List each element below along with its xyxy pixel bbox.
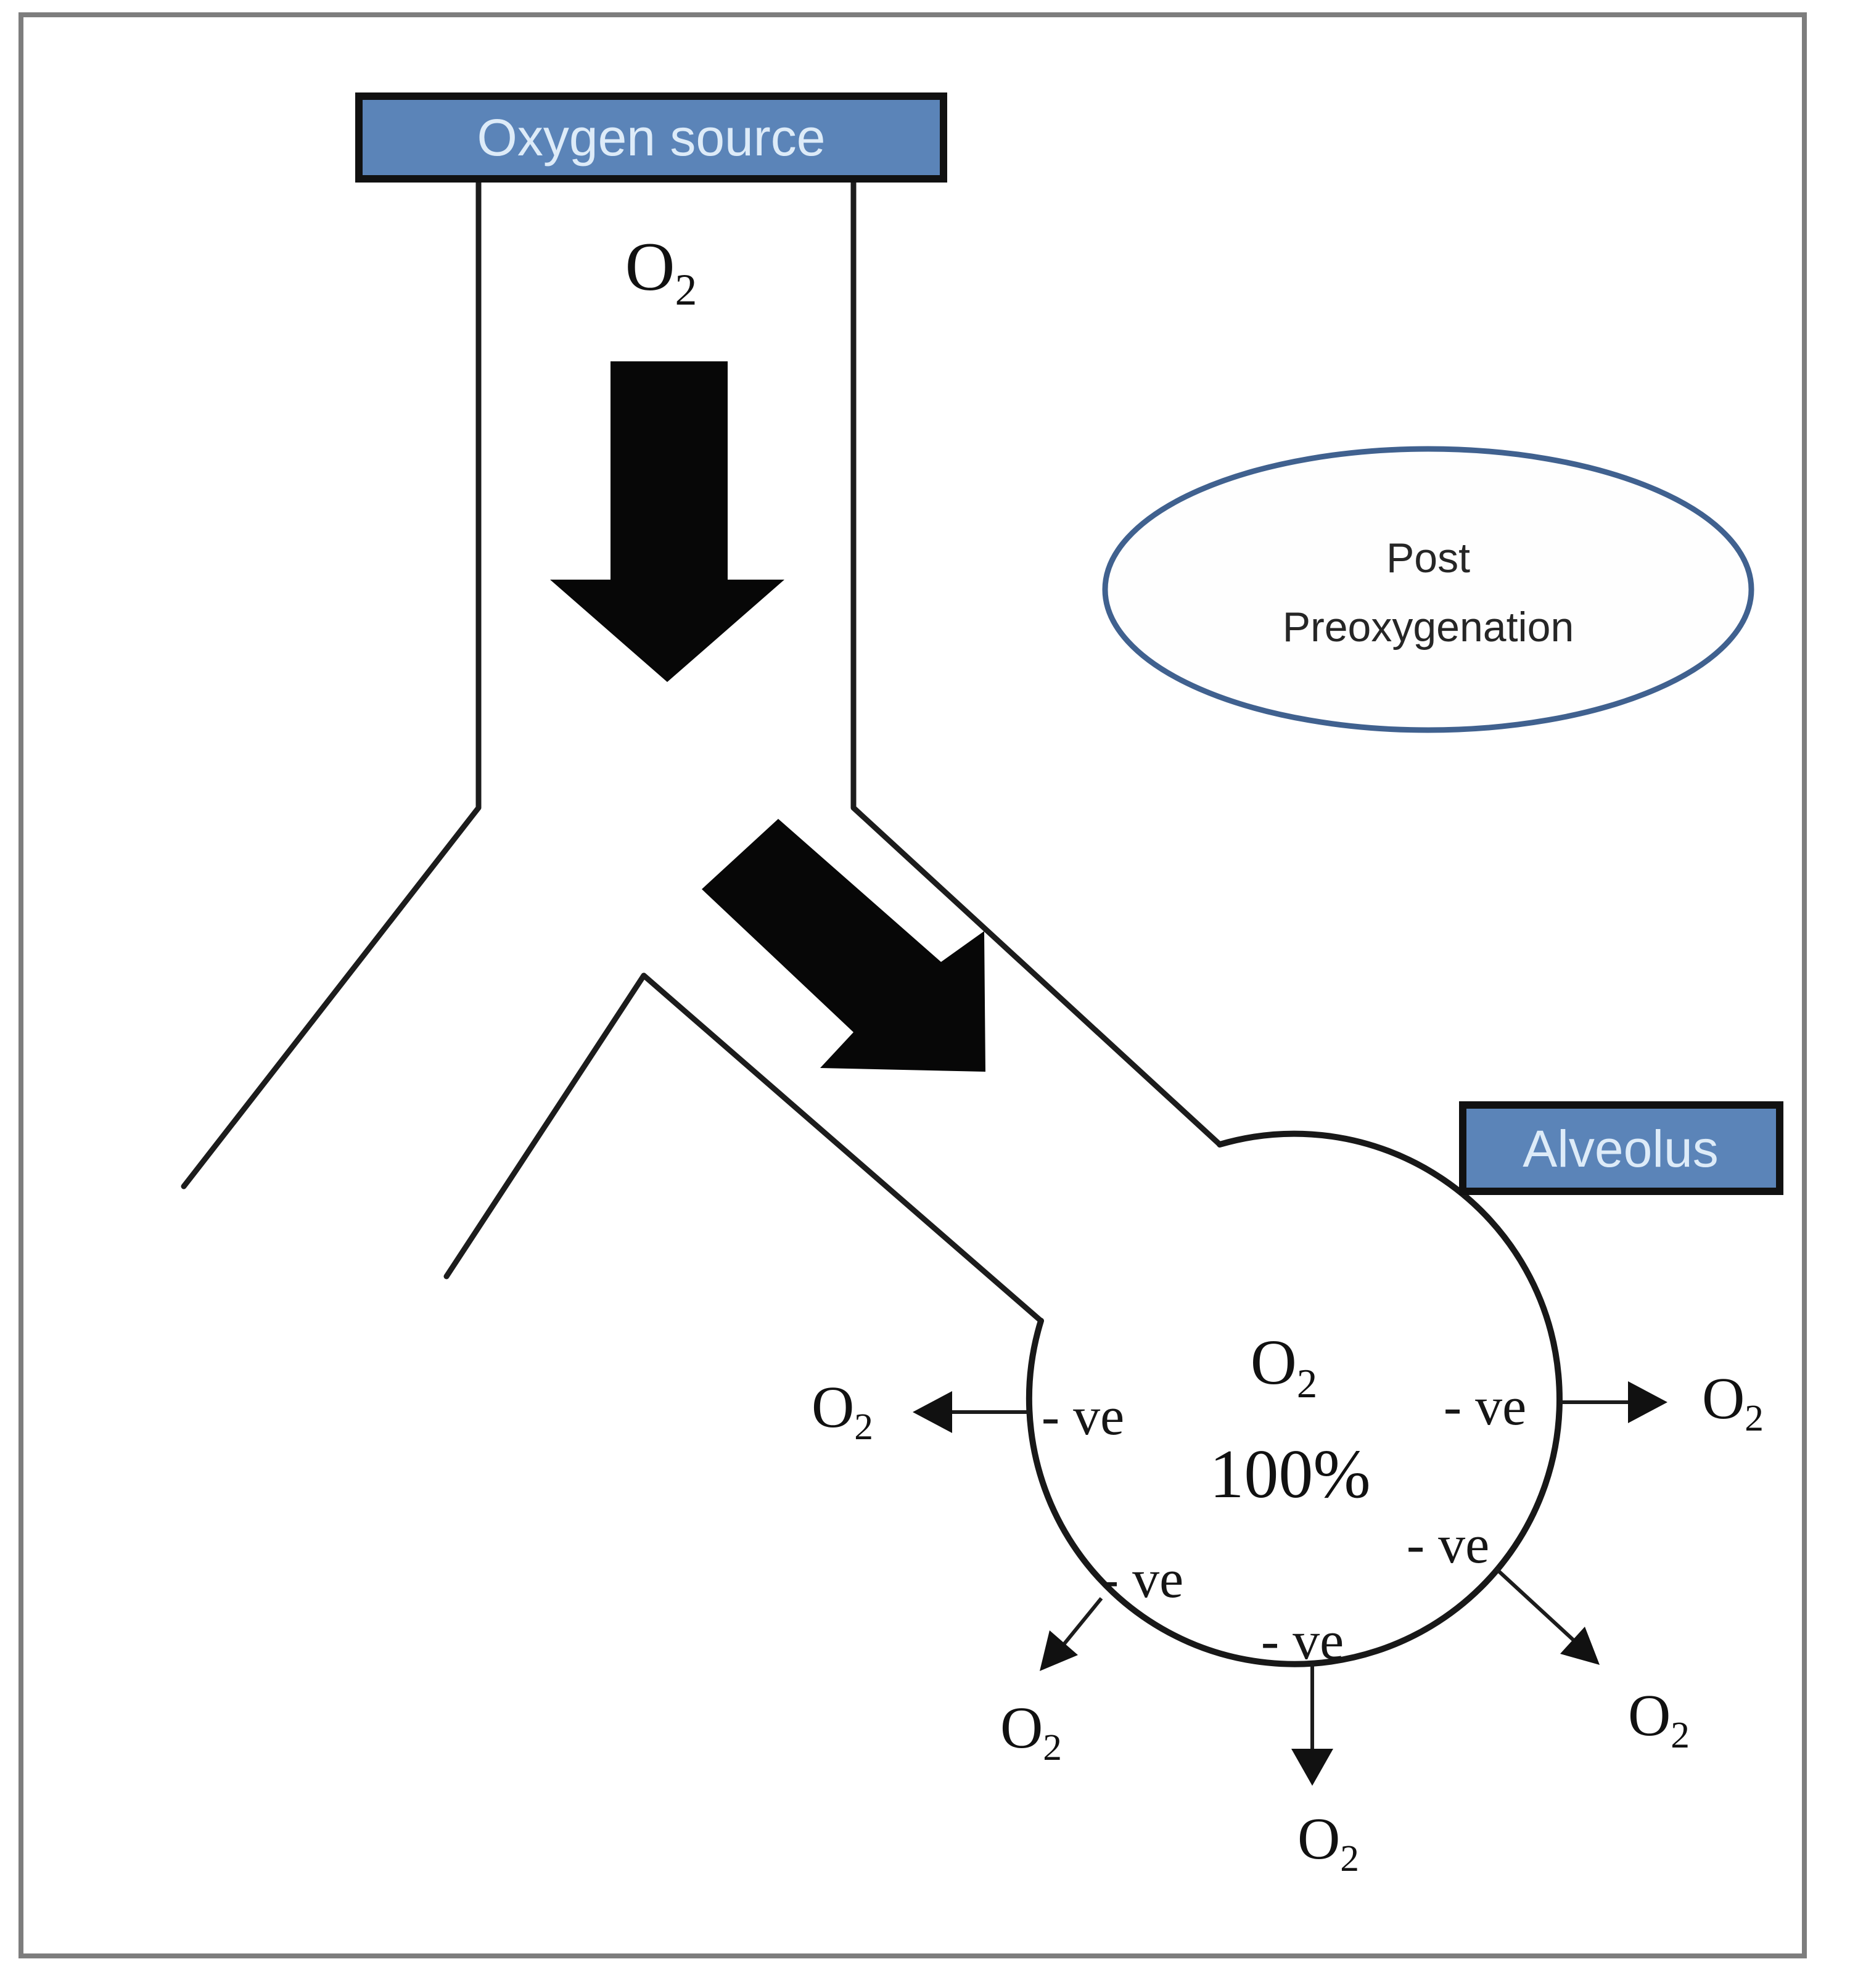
oxygen-flow-arrow-bronchus [702,819,985,1072]
arrow-shaft [1061,1597,1103,1646]
alveolus-label: Alveolus [1523,1120,1719,1178]
o2-release-arrow-lower-right [1494,1567,1600,1665]
carina-inner-wall [443,972,1044,1324]
negative-pressure-label-bottom: - ve [1261,1611,1344,1671]
o2-release-arrow-right [1560,1381,1667,1423]
oxygen-source-label: Oxygen source [477,109,826,166]
negative-pressure-label-lower-right: - ve [1407,1515,1489,1575]
alveolus-box [1459,1101,1783,1195]
arrow-head [1628,1381,1667,1423]
o2-symbol: O [1297,1805,1340,1871]
o2-subscript: 2 [675,265,697,314]
released-o2-label-lower-left: O2 [1000,1694,1062,1768]
post-preoxygenation-ellipse [1102,446,1754,733]
o2-symbol: O [812,1374,854,1440]
o2-subscript: 2 [1671,1714,1690,1756]
o2-flow-label-top: O2 [625,229,697,314]
negative-pressure-label-left: - ve [1042,1387,1124,1447]
o2-release-arrow-lower-left [1040,1597,1103,1671]
released-o2-label-bottom: O2 [1297,1805,1359,1879]
oxygen-source-box [355,92,947,183]
o2-subscript: 2 [1340,1838,1359,1879]
arrow-head [1560,1627,1600,1665]
o2-release-arrow-bottom [1291,1664,1333,1786]
airway-right-wall [850,176,1223,1148]
o2-subscript: 2 [1297,1362,1317,1407]
o2-subscript: 2 [854,1406,873,1448]
negative-pressure-label-lower-left: - ve [1101,1550,1183,1609]
o2-symbol: O [1628,1682,1671,1748]
o2-subscript: 2 [1043,1727,1062,1768]
o2-symbol: O [1702,1365,1745,1431]
o2-release-arrow-left [913,1391,1030,1433]
o2-symbol: O [1000,1694,1043,1760]
alveolar-concentration-label: 100% [1209,1436,1370,1513]
post-preoxygenation-line2: Preoxygenation [1283,604,1574,651]
arrow-head [1291,1749,1333,1786]
alveolus-circle [1026,1130,1563,1667]
negative-pressure-label-right: - ve [1444,1377,1526,1437]
arrow-head [913,1391,952,1433]
alveolar-o2-label: O2 [1251,1327,1317,1407]
arrow-head [1040,1630,1078,1671]
released-o2-label-lower-right: O2 [1628,1682,1690,1756]
arrow-shaft [1494,1567,1577,1643]
post-preoxygenation-line1: Post [1386,535,1470,581]
o2-subscript: 2 [1745,1397,1764,1439]
o2-symbol: O [1251,1327,1297,1398]
o2-symbol: O [625,229,675,305]
oxygen-flow-arrow-down [550,361,784,682]
released-o2-label-right: O2 [1702,1365,1764,1439]
airway-left-wall [181,176,482,1189]
released-o2-label-left: O2 [812,1374,873,1448]
